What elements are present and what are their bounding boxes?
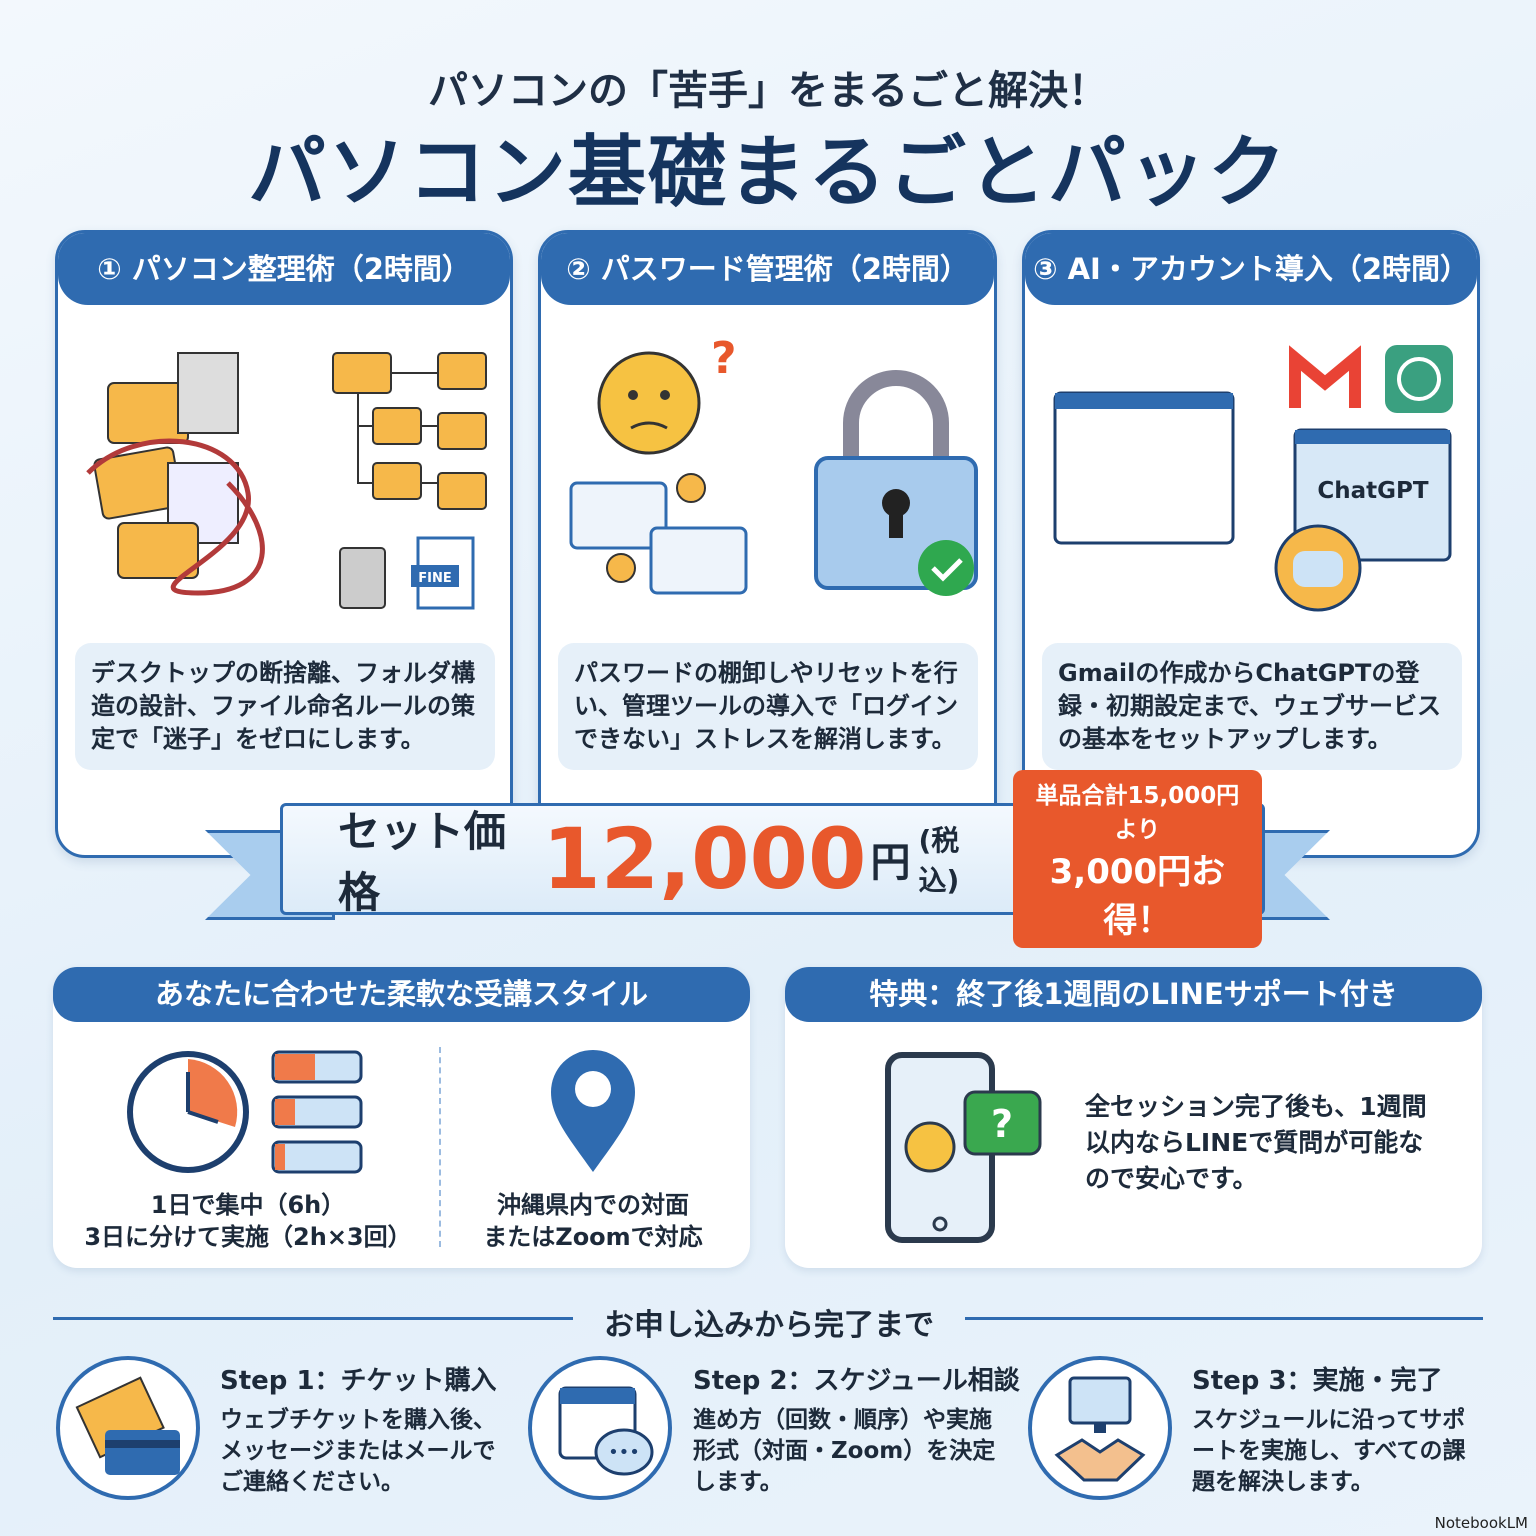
divider-right bbox=[965, 1317, 1483, 1320]
price-tax: (税込) bbox=[918, 824, 960, 897]
course-title: ③ AI・アカウント導入（2時間） bbox=[1025, 233, 1477, 305]
svg-text:•••: ••• bbox=[608, 1442, 640, 1463]
chatgpt-label: ChatGPT bbox=[1317, 478, 1429, 504]
benefit-text: 全セッション完了後も、1週間 以内ならLINEで質問が可能な ので安心です。 bbox=[1085, 1089, 1427, 1197]
step-3: Step 3：実施・完了 スケジュールに沿ってサポートを実施し、すべての課題を解… bbox=[1192, 1360, 1465, 1498]
discount-line1: 単品合計15,000円より bbox=[1035, 783, 1240, 843]
step-title: Step 3：実施・完了 bbox=[1192, 1366, 1443, 1396]
price-banner: セット価格 12,000 円 (税込) 単品合計15,000円より 3,000円… bbox=[280, 770, 1265, 948]
course-description: デスクトップの断捨離、フォルダ構造の設計、ファイル命名ルールの策定で「迷子」をゼ… bbox=[75, 643, 495, 770]
messy-files-folder-tree-icon: FINE bbox=[86, 352, 487, 610]
step-2: Step 2：スケジュール相談 進め方（回数・順序）や実施形式（対面・Zoom）… bbox=[693, 1360, 1020, 1498]
steps-title: お申し込みから完了まで bbox=[604, 1308, 934, 1343]
location-pin-icon bbox=[551, 1050, 635, 1172]
option2-line1: 沖縄県内での対面 bbox=[497, 1191, 689, 1219]
benefit-line3: ので安心です。 bbox=[1085, 1164, 1258, 1193]
course-title: ② パスワード管理術（2時間） bbox=[541, 233, 994, 305]
course-description: パスワードの棚卸しやリセットを行い、管理ツールの導入で「ログインできない」ストレ… bbox=[558, 643, 978, 770]
step-text: 題を解決します。 bbox=[1192, 1469, 1374, 1495]
discount-badge: 単品合計15,000円より 3,000円お得！ bbox=[1012, 770, 1262, 948]
clock-schedule-icon bbox=[127, 1050, 363, 1174]
ticket-card-icon bbox=[56, 1356, 200, 1500]
svg-text:?: ? bbox=[711, 333, 737, 384]
price-unit: 円 bbox=[870, 840, 911, 886]
benefit-card: 特典：終了後1週間のLINEサポート付き ? 全セッション完了後も、1週間 以内… bbox=[785, 967, 1482, 1268]
price-amount: 12,000 bbox=[542, 810, 867, 908]
password-lock-icon: ? bbox=[569, 333, 978, 596]
learning-style-title: あなたに合わせた柔軟な受講スタイル bbox=[53, 967, 750, 1022]
location-option: 沖縄県内での対面 またはZoomで対応 bbox=[453, 1189, 733, 1253]
step-title: Step 1：チケット購入 bbox=[220, 1366, 497, 1396]
course-card-3: ③ AI・アカウント導入（2時間） ChatGPT Gmailの作成からChat… bbox=[1022, 230, 1480, 858]
step-text: スケジュールに沿ってサポ bbox=[1192, 1407, 1466, 1433]
option2-line2: またはZoomで対応 bbox=[483, 1223, 703, 1251]
step-text: ートを実施し、すべての課 bbox=[1192, 1438, 1466, 1464]
price-label: セット価格 bbox=[338, 807, 507, 917]
phone-chat-icon: ? bbox=[885, 1052, 1042, 1243]
benefit-line2: 以内ならLINEで質問が可能な bbox=[1085, 1128, 1424, 1157]
svg-text:?: ? bbox=[991, 1102, 1013, 1146]
course-description: Gmailの作成からChatGPTの登録・初期設定まで、ウェブサービスの基本をセ… bbox=[1042, 643, 1462, 770]
file-label: FINE bbox=[418, 571, 451, 586]
course-card-1: ① パソコン整理術（2時間） FINE デスクトップの断捨離、フォルダ構造の設計… bbox=[55, 230, 513, 858]
step-text: ウェブチケットを購入後、 bbox=[220, 1407, 496, 1433]
gmail-chatgpt-browser-icon: ChatGPT bbox=[1053, 345, 1453, 612]
calendar-chat-icon: ••• bbox=[528, 1356, 672, 1500]
step-text: ご連絡ください。 bbox=[220, 1469, 404, 1495]
page-title: パソコン基礎まるごとパック bbox=[247, 128, 1288, 218]
step-text: します。 bbox=[693, 1469, 783, 1495]
schedule-option: 1日で集中（6h） 3日に分けて実施（2h×3回） bbox=[73, 1189, 423, 1253]
course-title: ① パソコン整理術（2時間） bbox=[58, 233, 510, 305]
option1-line1: 1日で集中（6h） bbox=[150, 1191, 346, 1219]
subtitle: パソコンの「苦手」をまるごと解決！ bbox=[428, 68, 1108, 114]
benefit-title: 特典：終了後1週間のLINEサポート付き bbox=[785, 967, 1482, 1022]
monitor-handshake-icon bbox=[1028, 1356, 1172, 1500]
course-card-2: ② パスワード管理術（2時間） ? パスワードの棚卸しやリセットを行い、管理ツー… bbox=[538, 230, 997, 858]
step-text: メッセージまたはメールで bbox=[220, 1438, 496, 1464]
step-title: Step 2：スケジュール相談 bbox=[693, 1366, 1020, 1396]
option1-line2: 3日に分けて実施（2h×3回） bbox=[84, 1223, 412, 1251]
benefit-line1: 全セッション完了後も、1週間 bbox=[1085, 1092, 1427, 1121]
learning-style-card: あなたに合わせた柔軟な受講スタイル 1日で集中（6h） 3日に分けて実施（2h×… bbox=[53, 967, 750, 1268]
divider-left bbox=[53, 1317, 573, 1320]
notebooklm-watermark: NotebookLM bbox=[1434, 1514, 1528, 1532]
step-text: 形式（対面・Zoom）を決定 bbox=[693, 1438, 996, 1464]
step-text: 進め方（回数・順序）や実施 bbox=[693, 1407, 992, 1433]
step-1: Step 1：チケット購入 ウェブチケットを購入後、メッセージまたはメールでご連… bbox=[220, 1360, 497, 1498]
discount-line2: 3,000円お得！ bbox=[1049, 852, 1226, 941]
divider bbox=[439, 1047, 441, 1247]
